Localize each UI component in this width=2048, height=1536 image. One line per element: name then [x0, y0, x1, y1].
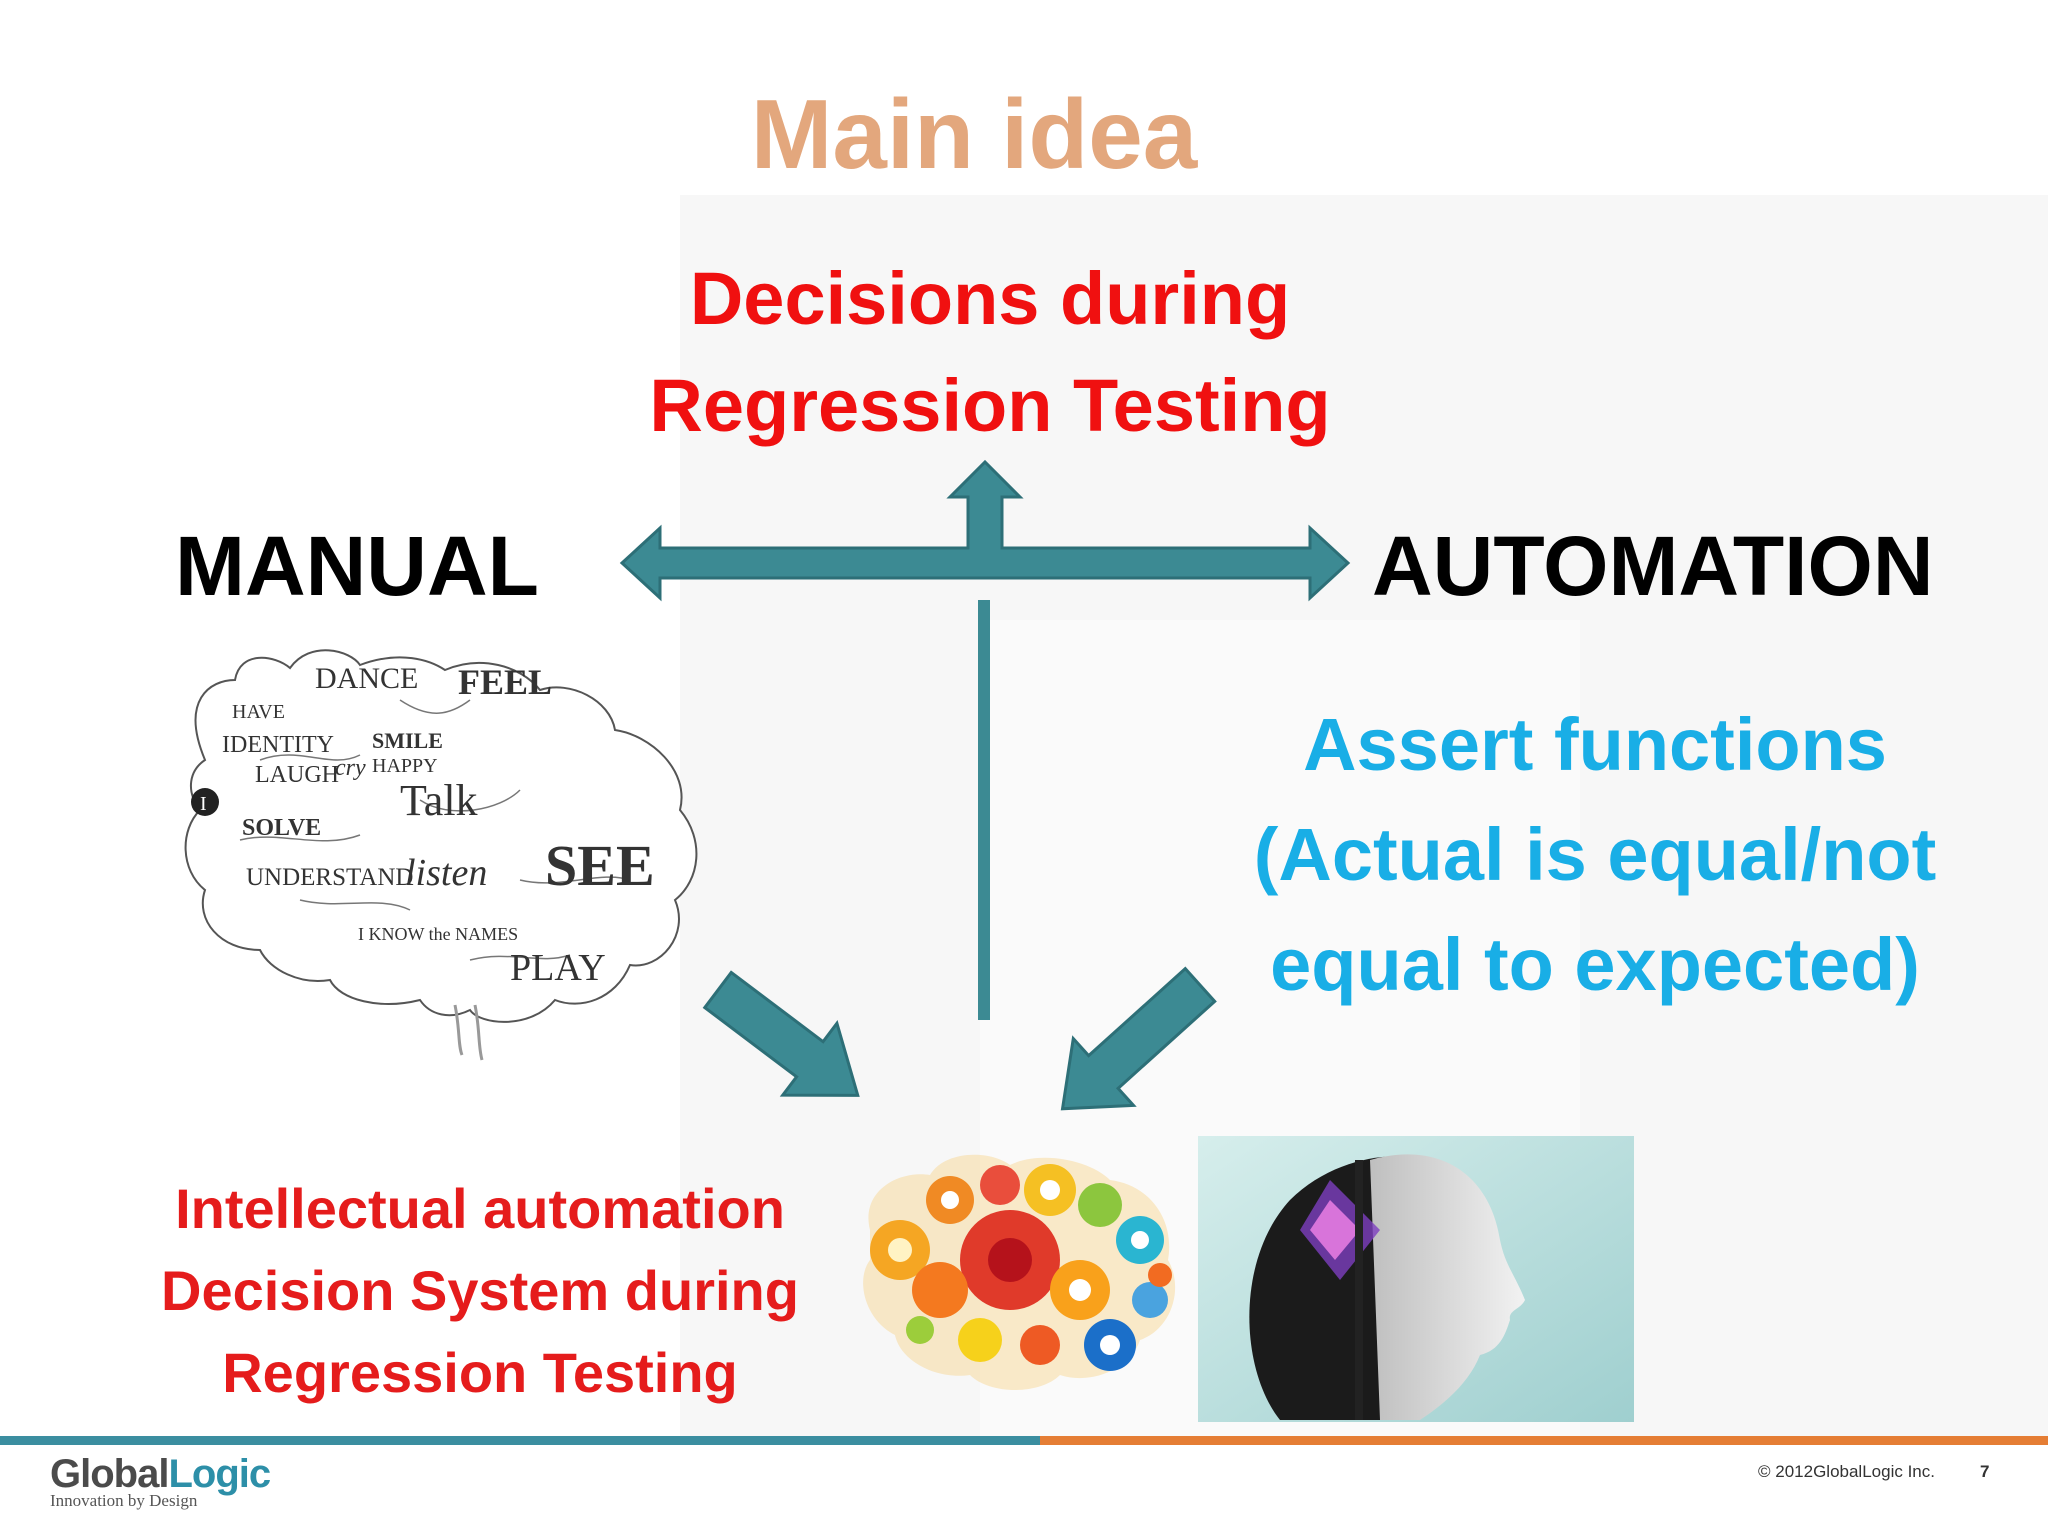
brain-word-play: PLAY: [510, 947, 606, 989]
brain-word-see: SEE: [545, 833, 655, 898]
brain-word-happy: HAPPY: [372, 755, 438, 777]
brain-word-identity: IDENTITY: [222, 732, 334, 758]
brain-word-laugh: LAUGH: [255, 762, 339, 788]
intellectual-automation-text: Intellectual automation Decision System …: [161, 1177, 799, 1404]
footer-line-orange: [1040, 1436, 2048, 1445]
slide-title: Main idea: [750, 79, 1198, 189]
robot-head-image: [1198, 1136, 1634, 1422]
brain-word-dance: DANCE: [315, 662, 418, 695]
logo-text-global: Global: [50, 1452, 169, 1496]
brain-word-cry: cry: [335, 755, 366, 781]
logo-tagline: Innovation by Design: [50, 1491, 198, 1510]
automation-label: AUTOMATION: [1372, 519, 1934, 613]
assert-functions-text: Assert functions (Actual is equal/not eq…: [1253, 703, 1937, 1006]
sketch-brain-illustration: HAVE DANCE FEEL IDENTITY SMILE HAPPY LAU…: [184, 649, 698, 1061]
left-down-arrow: [702, 970, 860, 1097]
brain-word-i-know-names: I KNOW the NAMES: [358, 924, 518, 944]
gear-brain-illustration: [863, 1154, 1176, 1390]
decisions-heading: Decisions during Regression Testing: [649, 257, 1331, 447]
brain-word-talk: Talk: [400, 776, 478, 825]
brain-word-feel: FEEL: [458, 662, 552, 702]
brain-word-have: HAVE: [232, 701, 285, 723]
page-number: 7: [1980, 1462, 1990, 1481]
brain-word-smile: SMILE: [372, 728, 443, 753]
double-arrow-with-up-arrow: [619, 459, 1351, 602]
brain-word-i: I: [200, 793, 207, 815]
brain-i-circle: [191, 788, 219, 816]
vertical-line: [978, 600, 990, 1020]
logo-text-logic: Logic: [168, 1452, 271, 1496]
brain-word-understand: UNDERSTAND: [246, 864, 413, 891]
copyright-text: © 2012GlobalLogic Inc.: [1758, 1462, 1935, 1481]
manual-label: MANUAL: [175, 519, 539, 613]
right-down-arrow: [1060, 966, 1217, 1111]
brain-word-listen: listen: [405, 852, 487, 894]
globallogic-logo: GlobalLogic Innovation by Design: [50, 1452, 271, 1511]
brain-word-solve: SOLVE: [242, 815, 321, 841]
footer-line-teal: [0, 1436, 1040, 1445]
